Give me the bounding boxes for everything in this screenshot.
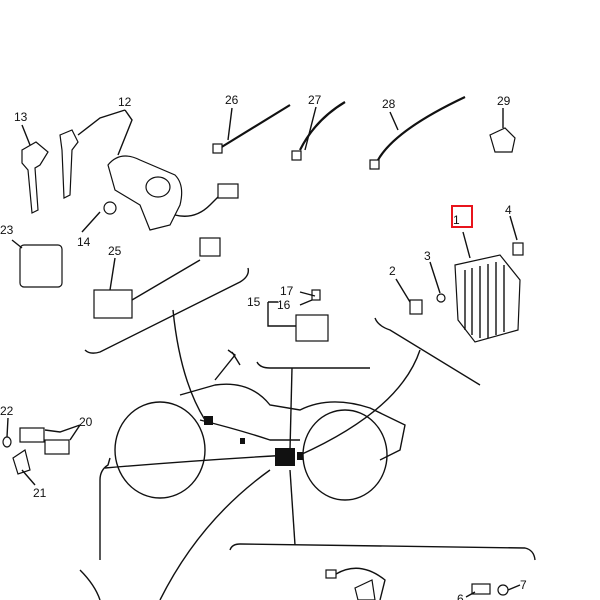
clip-29: [489, 127, 516, 153]
bolt-2: [409, 299, 423, 315]
callout-21[interactable]: 21: [33, 486, 47, 500]
cable-tie-26: [219, 104, 291, 149]
leader-wire: [104, 454, 291, 469]
cable-tie-28: [377, 96, 466, 161]
leader-wire: [159, 469, 271, 600]
callout-3[interactable]: 3: [424, 249, 431, 263]
cable-tie-head: [212, 143, 223, 154]
callout-13[interactable]: 13: [14, 110, 28, 124]
leader-line: [267, 291, 316, 327]
connector: [325, 569, 337, 579]
callout-4[interactable]: 4: [505, 203, 512, 217]
callout-23[interactable]: 23: [0, 223, 14, 237]
leader-line: [6, 106, 521, 598]
leader-line: [77, 109, 133, 156]
relay-23: [19, 244, 63, 288]
callout-16[interactable]: 16: [277, 298, 291, 312]
group-bracket-regulator: [374, 317, 481, 386]
group-bracket-left: [99, 457, 111, 560]
group-bracket-bottom: [229, 543, 536, 561]
leader-wire: [299, 349, 421, 456]
leader-wire: [289, 469, 296, 546]
callout-26[interactable]: 26: [225, 93, 239, 107]
leader-wire: [172, 309, 206, 421]
switch-20a: [19, 427, 45, 443]
key-13: [21, 129, 79, 214]
highlight-box-part-1: [451, 205, 473, 228]
callout-12[interactable]: 12: [118, 95, 132, 109]
leader-wire: [79, 569, 101, 600]
callout-2[interactable]: 2: [389, 264, 396, 278]
nut-4: [512, 242, 524, 256]
cable-tie-27: [299, 101, 346, 151]
callout-25[interactable]: 25: [108, 244, 122, 258]
switch-20b: [44, 439, 70, 455]
sensor-wire: [335, 567, 386, 600]
bolt-14: [103, 201, 117, 215]
callout-6[interactable]: 6: [457, 592, 464, 600]
cable-tie-head: [291, 150, 302, 161]
bracket-21: [12, 449, 31, 475]
cable-tie-head: [369, 159, 380, 170]
callout-20[interactable]: 20: [79, 415, 93, 429]
callout-28[interactable]: 28: [382, 97, 396, 111]
motorcycle-silhouette: [114, 349, 406, 501]
callout-22[interactable]: 22: [0, 404, 14, 418]
callout-29[interactable]: 29: [497, 94, 511, 108]
callout-27[interactable]: 27: [308, 93, 322, 107]
callout-15[interactable]: 15: [247, 295, 261, 309]
harness-25: [93, 237, 221, 319]
callout-7[interactable]: 7: [520, 578, 527, 592]
sensor-bracket: [354, 579, 376, 600]
part-6: [471, 583, 491, 595]
callout-14[interactable]: 14: [77, 235, 91, 249]
relay-15: [295, 314, 329, 342]
rectifier-regulator: [454, 254, 521, 343]
main-switch: [107, 155, 239, 231]
washer-3: [436, 293, 446, 303]
callout-1[interactable]: 1: [453, 213, 460, 227]
bolt-7: [497, 584, 509, 596]
group-bracket-relay: [256, 361, 370, 369]
group-bracket-keys: [84, 267, 250, 354]
callout-17[interactable]: 17: [280, 284, 294, 298]
washer-22: [2, 436, 12, 448]
